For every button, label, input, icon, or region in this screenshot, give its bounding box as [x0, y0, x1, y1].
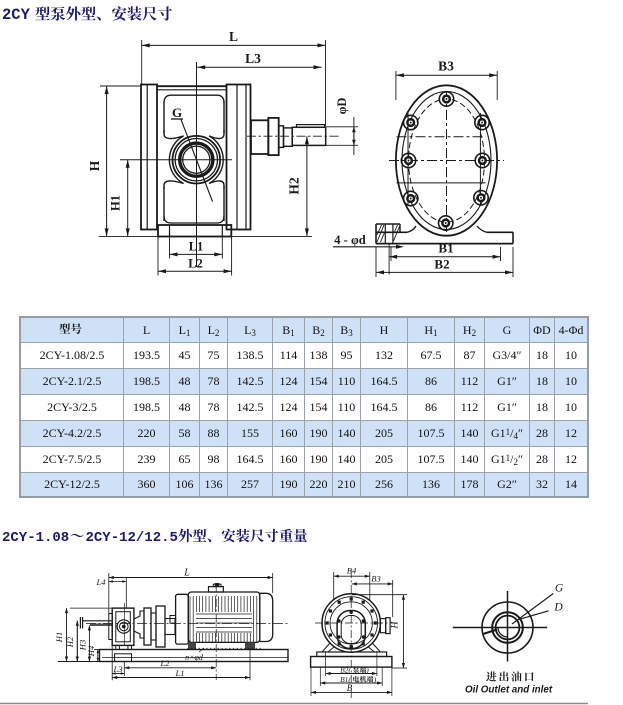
svg-text:2CY: 2CY: [2, 6, 31, 24]
svg-text:H: H: [391, 620, 401, 629]
svg-text:L1: L1: [189, 240, 204, 254]
svg-text:): ): [365, 666, 369, 675]
svg-text:G: G: [172, 105, 182, 120]
svg-text:4 - φd: 4 - φd: [334, 233, 365, 247]
svg-text:H3: H3: [77, 640, 87, 651]
svg-text:2CY-1.08: 2CY-1.08: [2, 530, 69, 546]
svg-text:H4: H4: [86, 645, 96, 657]
svg-text:B3: B3: [438, 59, 454, 74]
svg-text:H: H: [87, 160, 102, 171]
svg-text:H2: H2: [65, 636, 75, 648]
svg-text:2CY-12/12.5: 2CY-12/12.5: [86, 530, 178, 546]
svg-text:n×φd: n×φd: [185, 653, 204, 662]
svg-text:Oil Outlet and inlet: Oil Outlet and inlet: [465, 685, 553, 696]
svg-text:D: D: [553, 602, 563, 614]
svg-text:B1(: B1(: [340, 675, 351, 684]
svg-text:L3: L3: [245, 51, 261, 66]
svg-text:B4: B4: [347, 566, 357, 576]
svg-text:G: G: [555, 583, 564, 595]
svg-text:H2: H2: [287, 177, 302, 195]
svg-text:H1: H1: [109, 195, 123, 211]
svg-text:φD: φD: [335, 98, 349, 115]
svg-text:B: B: [347, 683, 353, 693]
svg-text:L2: L2: [188, 257, 203, 271]
svg-text:B2: B2: [434, 257, 449, 272]
svg-text:L: L: [183, 568, 190, 579]
svg-text:H1: H1: [54, 632, 64, 643]
svg-text:B3: B3: [371, 574, 380, 584]
svg-text:L3: L3: [113, 664, 123, 674]
svg-text:L4: L4: [96, 577, 107, 587]
svg-text:): ): [373, 675, 377, 684]
svg-text:L1: L1: [175, 668, 185, 678]
svg-text:L: L: [229, 29, 238, 44]
svg-text:L2: L2: [160, 658, 171, 668]
svg-text:B2(: B2(: [340, 666, 351, 675]
svg-text:B1: B1: [438, 241, 453, 256]
